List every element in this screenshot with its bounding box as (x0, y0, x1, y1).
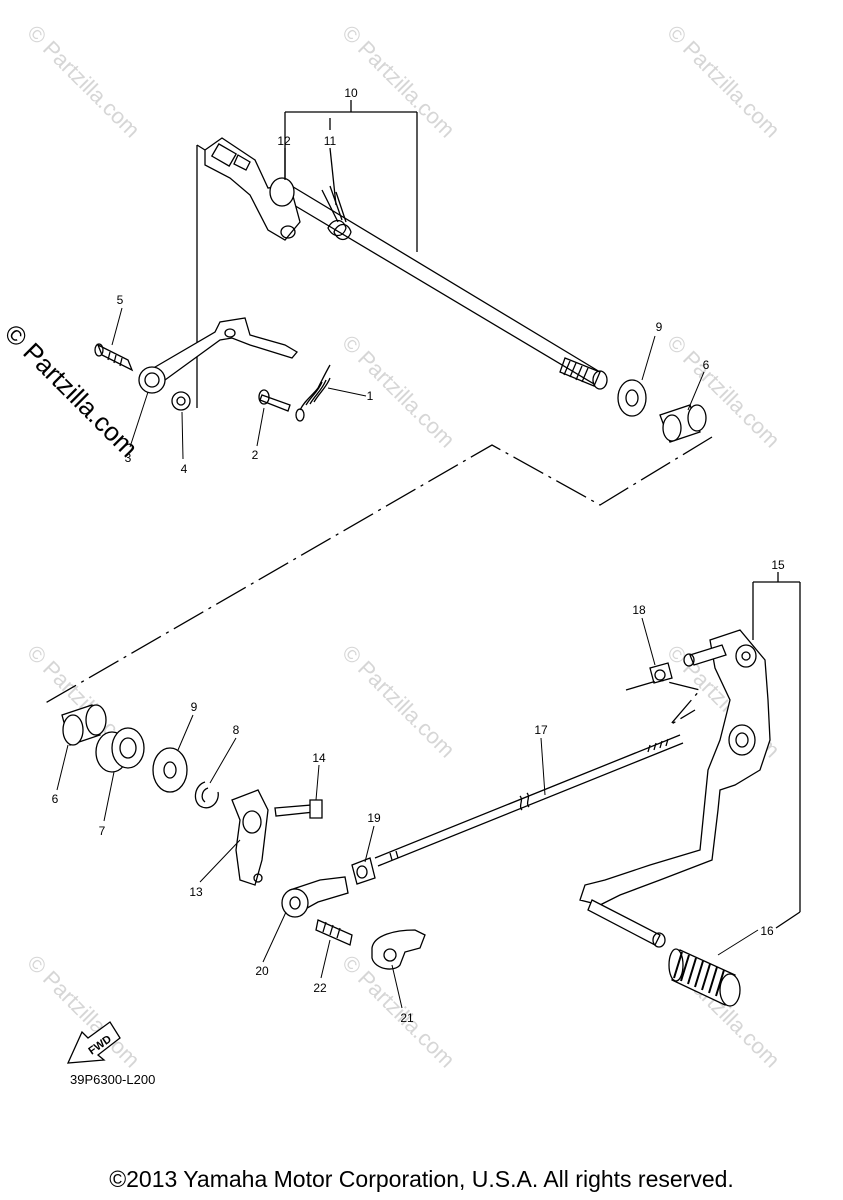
shift-shaft (204, 137, 608, 390)
callout-18: 18 (632, 603, 646, 617)
callout-15: 15 (771, 558, 785, 572)
callout-bracket-15 (752, 572, 801, 929)
shift-arm-lever (94, 317, 298, 411)
tie-rod (281, 734, 684, 918)
pedal-leader (625, 679, 702, 726)
shift-pedal (579, 629, 771, 948)
callout-20: 20 (255, 964, 269, 978)
callout-13: 13 (189, 885, 203, 899)
callout-21: 21 (400, 1011, 414, 1025)
copyright-footer: ©2013 Yamaha Motor Corporation, U.S.A. A… (109, 1166, 734, 1192)
washer-and-collar-top (617, 379, 707, 443)
callout-19: 19 (367, 811, 381, 825)
callout-8: 8 (233, 723, 240, 737)
callout-bracket-10 (284, 100, 418, 252)
callout-11: 11 (324, 134, 337, 148)
callout-4: 4 (181, 462, 188, 476)
callout-3: 3 (125, 451, 132, 465)
spring-and-bolt (258, 364, 331, 422)
callout-9-top: 9 (656, 320, 663, 334)
diagram-code: 39P6300-L200 (70, 1072, 156, 1087)
callout-22: 22 (313, 981, 327, 995)
callout-10: 10 (344, 86, 358, 100)
leader-line (196, 144, 206, 151)
callout-12: 12 (277, 134, 291, 148)
callout-17: 17 (534, 723, 548, 737)
callout-numbers: 1 2 3 4 5 6 6 7 8 9 9 10 11 12 13 14 15 … (52, 86, 785, 1025)
callout-7: 7 (99, 824, 106, 838)
callout-9-bottom: 9 (191, 700, 198, 714)
callout-16: 16 (760, 924, 774, 938)
callout-2: 2 (252, 448, 259, 462)
callout-6-top: 6 (703, 358, 710, 372)
callout-14: 14 (312, 751, 326, 765)
bolt-and-bracket (315, 919, 426, 970)
callout-5: 5 (117, 293, 124, 307)
connection-leader (41, 436, 713, 706)
fwd-arrow-icon: FWD (66, 1021, 121, 1064)
lower-seal-group (61, 704, 219, 809)
pedal-rubber (668, 948, 741, 1007)
callout-6-bottom: 6 (52, 792, 59, 806)
callout-1: 1 (367, 389, 374, 403)
shift-arm-lower (231, 789, 323, 886)
leader-lines (56, 307, 759, 1009)
